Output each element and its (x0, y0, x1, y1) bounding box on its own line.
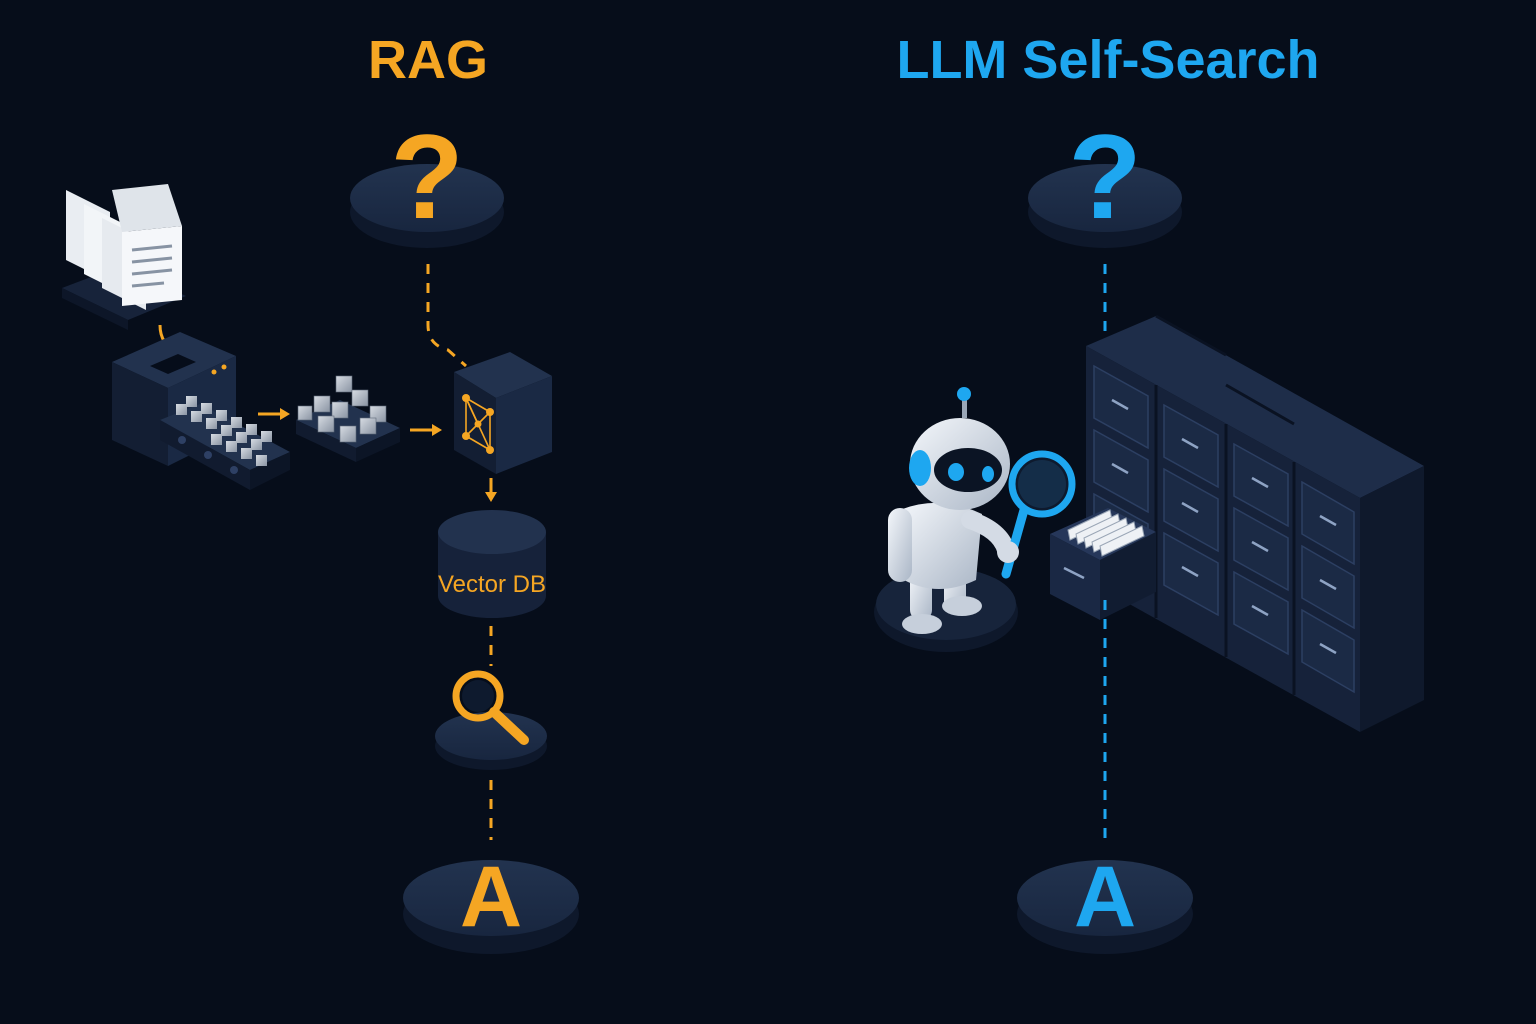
rag-question-node: ? (350, 110, 504, 248)
filing-cabinet-icon (1050, 314, 1424, 732)
chunk-cubes-icon (296, 375, 400, 462)
embedding-model-icon (454, 352, 552, 474)
robot-icon (874, 387, 1076, 652)
self-search-title: LLM Self-Search (896, 30, 1319, 90)
rag-answer-icon: A (460, 849, 522, 945)
self-search-answer-node: A (1017, 849, 1193, 954)
vector-db-cylinder-icon: Vector DB (438, 510, 546, 618)
rag-search-node (435, 670, 547, 770)
vector-db-label: Vector DB (438, 571, 546, 598)
self-search-answer-icon: A (1074, 849, 1136, 945)
rag-title: RAG (368, 30, 488, 90)
rag-query-connector (426, 264, 467, 368)
magnifier-icon (452, 670, 529, 745)
chunking-machine-icon (112, 332, 290, 490)
self-search-question-node: ? (1028, 110, 1182, 248)
documents-stack-icon (62, 184, 186, 330)
rag-question-icon: ? (390, 110, 463, 244)
self-search-question-icon: ? (1068, 110, 1141, 244)
rag-answer-node: A (403, 849, 579, 954)
